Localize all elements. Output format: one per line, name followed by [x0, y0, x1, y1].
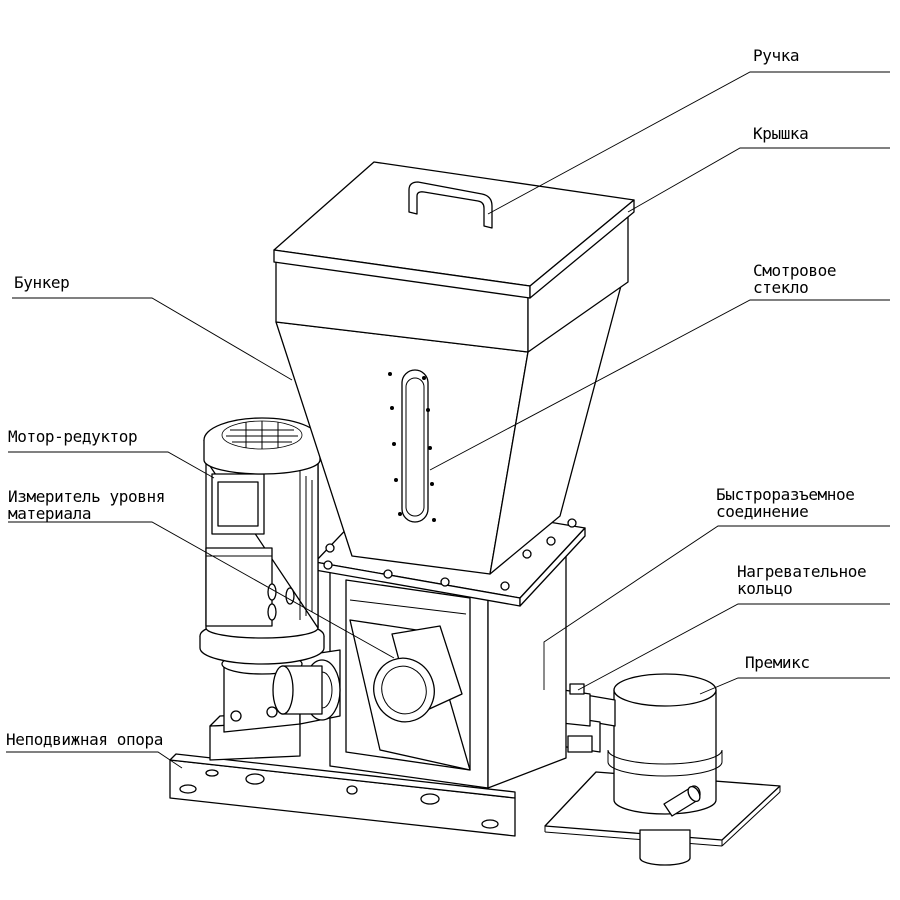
sight-glass: [401, 369, 429, 523]
label-handle: Ручка: [753, 46, 800, 65]
hopper: [275, 211, 629, 575]
leader-quick-connector: [543, 525, 890, 690]
leader-level-meter: [8, 521, 395, 659]
plate-bolts: [323, 518, 577, 591]
label-sight-glass: Смотровое стекло: [753, 261, 837, 297]
leader-handle: [487, 71, 890, 215]
label-lid: Крышка: [753, 124, 809, 143]
label-premix: Премикс: [745, 653, 810, 672]
label-quick-connector: Быстроразъемное соединение: [716, 485, 855, 521]
sight-glass-bolts: [388, 372, 436, 522]
level-meter: [373, 625, 463, 723]
leader-sight-glass: [429, 299, 890, 471]
premix-cylinder: [613, 689, 717, 815]
leader-lines: [6, 71, 890, 769]
leader-fixed-support: [6, 751, 183, 769]
label-hopper: Бункер: [14, 273, 70, 292]
label-heating-ring: Нагревательное кольцо: [737, 562, 867, 598]
motor-reducer: [199, 417, 341, 733]
fan-grille: [226, 421, 298, 449]
leader-premix: [699, 677, 890, 695]
label-motor-reducer: Мотор-редуктор: [8, 427, 138, 446]
lid: [273, 161, 635, 299]
leader-lid: [627, 147, 890, 213]
handle: [408, 181, 493, 229]
leader-heating-ring: [577, 603, 890, 691]
leader-hopper: [12, 297, 293, 381]
label-level-meter: Измеритель уровня материала: [8, 487, 165, 523]
label-fixed-support: Неподвижная опора: [6, 730, 163, 749]
leader-motor-reducer: [8, 451, 215, 479]
